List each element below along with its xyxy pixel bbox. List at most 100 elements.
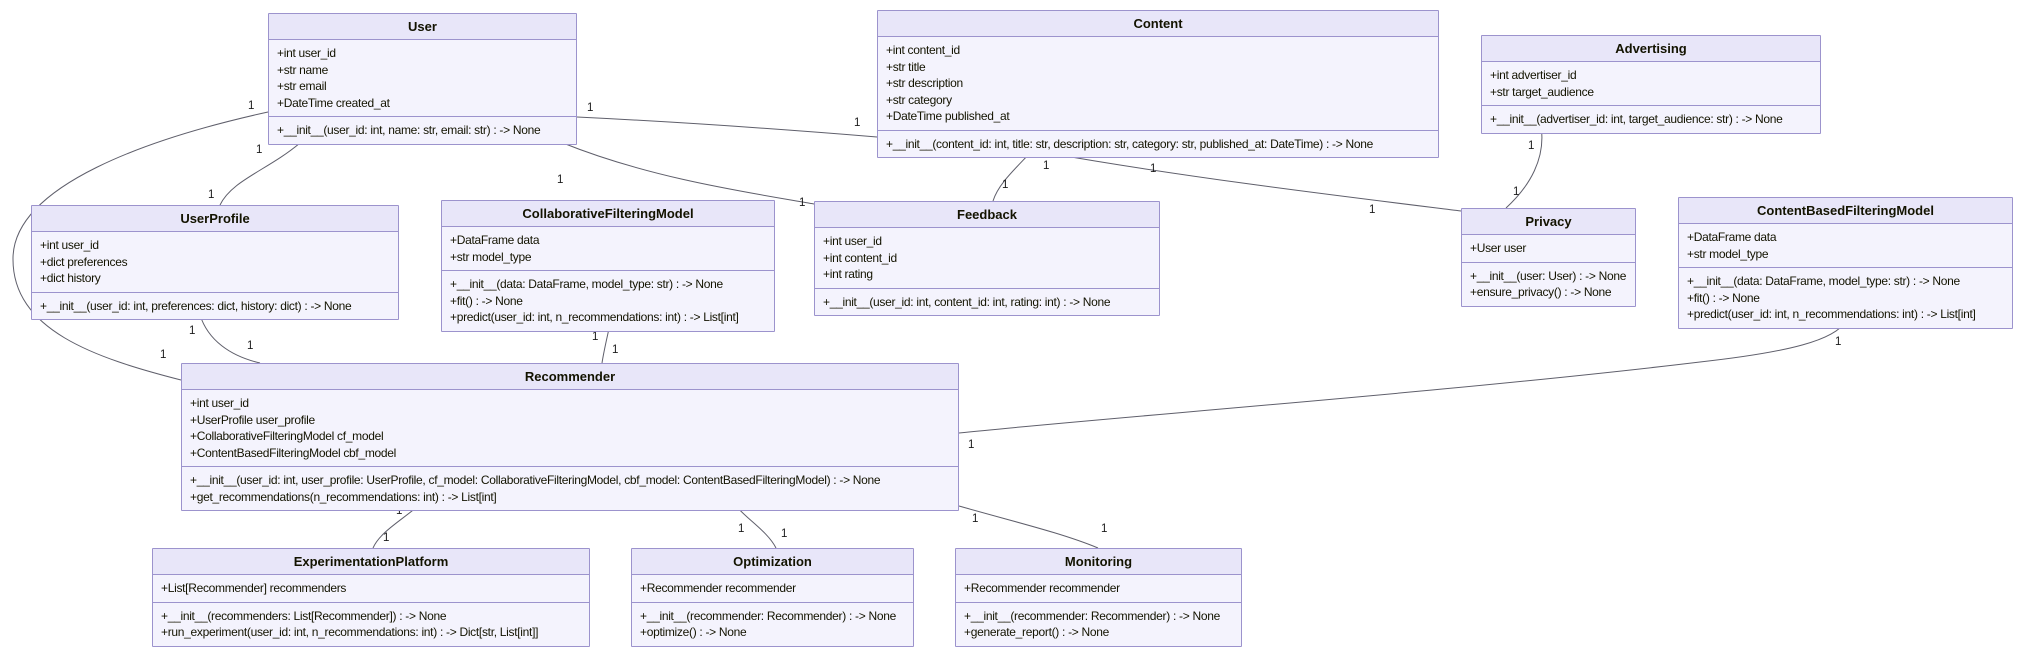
relationship-line-user-content xyxy=(576,116,878,138)
class-methods-section: +__init__(user_id: int, name: str, email… xyxy=(269,117,576,144)
class-attribute: +int user_id xyxy=(190,396,249,410)
class-attributes-section: +Recommender recommender xyxy=(632,575,913,603)
multiplicity-label: 1 xyxy=(854,117,860,129)
multiplicity-label: 1 xyxy=(1369,204,1375,216)
relationship-line-user-feedback xyxy=(562,142,815,205)
class-attribute: +int user_id xyxy=(823,234,882,248)
class-title: Recommender xyxy=(182,364,958,390)
class-user: User+int user_id+str name+str email+Date… xyxy=(268,13,577,145)
class-experimentationplatform: ExperimentationPlatform+List[Recommender… xyxy=(152,548,590,647)
class-method: +__init__(user_id: int, content_id: int,… xyxy=(823,294,1111,309)
class-attributes-section: +int user_id +UserProfile user_profile +Co… xyxy=(182,390,958,467)
multiplicity-label: 1 xyxy=(1043,160,1049,172)
class-methods-section: +__init__(recommender: Recommender) : ->… xyxy=(956,603,1241,646)
class-title: Monitoring xyxy=(956,549,1241,575)
class-method: +ensure_privacy() : -> None xyxy=(1470,285,1612,299)
class-attribute: +DateTime created_at xyxy=(277,95,390,110)
class-attribute: +str model_type xyxy=(450,249,532,264)
class-attribute: +UserProfile user_profile xyxy=(190,412,315,427)
class-method: +generate_report() : -> None xyxy=(964,625,1110,639)
class-advertising: Advertising+int advertiser_id+str target… xyxy=(1481,35,1821,134)
multiplicity-label: 1 xyxy=(160,349,166,361)
multiplicity-label: 1 xyxy=(799,197,805,209)
class-attribute: +dict preferences xyxy=(40,254,128,269)
class-methods-section: +__init__(advertiser_id: int, target_aud… xyxy=(1482,106,1820,133)
class-method: +__init__(advertiser_id: int, target_aud… xyxy=(1490,112,1783,126)
class-attributes-section: +int user_id +int content_id +int rating xyxy=(815,228,1159,289)
class-method: +fit() : -> None xyxy=(1687,290,1760,305)
class-attribute: +int content_id xyxy=(823,250,897,265)
class-methods-section: +__init__(content_id: int, title: str, d… xyxy=(878,131,1438,158)
class-method: +predict(user_id: int, n_recommendations… xyxy=(450,310,739,324)
class-method: +optimize() : -> None xyxy=(640,625,747,639)
class-recommender: Recommender +int user_id +UserProfile user… xyxy=(181,363,959,511)
class-title: UserProfile xyxy=(32,206,398,232)
class-methods-section: +__init__(user_id: int, preferences: dic… xyxy=(32,293,398,320)
class-attribute: +Recommender recommender xyxy=(964,581,1120,595)
class-title: Feedback xyxy=(815,202,1159,228)
multiplicity-label: 1 xyxy=(592,331,598,343)
multiplicity-label: 1 xyxy=(1002,179,1008,191)
class-attribute: +str name xyxy=(277,62,328,77)
class-attribute: +Recommender recommender xyxy=(640,581,796,595)
class-method: +fit() : -> None xyxy=(450,293,523,308)
class-contentbasedfilteringmodel: ContentBasedFilteringModel+DataFrame dat… xyxy=(1678,197,2013,329)
class-methods-section: +__init__(recommenders: List[Recommender… xyxy=(153,603,589,646)
multiplicity-label: 1 xyxy=(972,513,978,525)
class-attribute: +int rating xyxy=(823,267,873,281)
class-method: +__init__(data: DataFrame, model_type: s… xyxy=(1687,274,1960,288)
class-method: +__init__(user_id: int, user_profile: Us… xyxy=(190,473,881,487)
relationship-line-advertising-privacy xyxy=(1505,125,1543,209)
class-attributes-section: +int user_id+dict preferences+dict histo… xyxy=(32,232,398,293)
multiplicity-label: 1 xyxy=(1835,336,1841,348)
relationship-line-recommender-monitoring xyxy=(958,505,1099,549)
class-optimization: Optimization+Recommender recommender+__i… xyxy=(631,548,914,647)
multiplicity-label: 1 xyxy=(208,189,214,201)
class-feedback: Feedback+int user_id+int content_id+int … xyxy=(814,201,1160,316)
class-method: +__init__(recommenders: List[Recommender… xyxy=(161,608,447,623)
multiplicity-label: 1 xyxy=(383,532,389,544)
class-attribute: +int user_id xyxy=(40,238,99,252)
class-attribute: +str title xyxy=(886,59,926,74)
class-privacy: Privacy+User user+__init__(user: User) :… xyxy=(1461,208,1636,307)
class-attributes-section: +Recommender recommender xyxy=(956,575,1241,603)
multiplicity-label: 1 xyxy=(738,523,744,535)
class-attributes-section: +int content_id+str title+str descriptio… xyxy=(878,37,1438,131)
class-attribute: +DataFrame data xyxy=(450,233,540,247)
class-attribute: +str email xyxy=(277,79,327,93)
relationship-line-content-privacy xyxy=(1047,152,1462,212)
class-attribute: +ContentBasedFilteringModel cbf_model xyxy=(190,445,397,460)
class-title: CollaborativeFilteringModel xyxy=(442,201,774,227)
class-monitoring: Monitoring +Recommender recommender +__ini… xyxy=(955,548,1242,647)
class-methods-section: +__init__(recommender: Recommender) : ->… xyxy=(632,603,913,646)
relationship-line-user-userprofile xyxy=(219,142,301,206)
multiplicity-label: 1 xyxy=(247,340,253,352)
class-method: +run_experiment(user_id: int, n_recommen… xyxy=(161,625,539,639)
relationship-line-content-feedback xyxy=(992,152,1031,202)
class-methods-section: +__init__(data: DataFrame, model_type: s… xyxy=(1679,268,2012,328)
class-method: +__init__(recommender: Recommender) : ->… xyxy=(964,608,1220,623)
class-methods-section: +__init__(user_id: int, user_profile: Us… xyxy=(182,467,958,510)
class-attribute: +int content_id xyxy=(886,43,960,57)
class-attribute: +DateTime published_at xyxy=(886,109,1010,123)
class-attribute: +int advertiser_id xyxy=(1490,68,1577,82)
multiplicity-label: 1 xyxy=(968,439,974,451)
class-method: +__init__(user_id: int, name: str, email… xyxy=(277,123,541,137)
relationship-line-contentbasedfilteringmodel-recommender xyxy=(958,320,1847,434)
multiplicity-label: 1 xyxy=(612,344,618,356)
class-content: Content+int content_id+str title+str des… xyxy=(877,10,1439,158)
class-method: +__init__(data: DataFrame, model_type: s… xyxy=(450,277,723,291)
class-methods-section: +__init__(user: User) : -> None+ensure_p… xyxy=(1462,263,1635,306)
multiplicity-label: 1 xyxy=(1101,523,1107,535)
class-title: Privacy xyxy=(1462,209,1635,235)
multiplicity-label: 1 xyxy=(1513,186,1519,198)
class-method: +get_recommendations(n_recommendations: … xyxy=(190,489,497,504)
class-method: +__init__(content_id: int, title: str, d… xyxy=(886,136,1373,151)
multiplicity-label: 1 xyxy=(189,325,195,337)
class-attributes-section: +int advertiser_id+str target_audience xyxy=(1482,62,1820,106)
class-title: ContentBasedFilteringModel xyxy=(1679,198,2012,224)
class-attributes-section: +DataFrame data+str model_type xyxy=(1679,224,2012,268)
relationship-line-userprofile-recommender xyxy=(199,314,261,364)
class-attributes-section: +List[Recommender] recommenders xyxy=(153,575,589,603)
